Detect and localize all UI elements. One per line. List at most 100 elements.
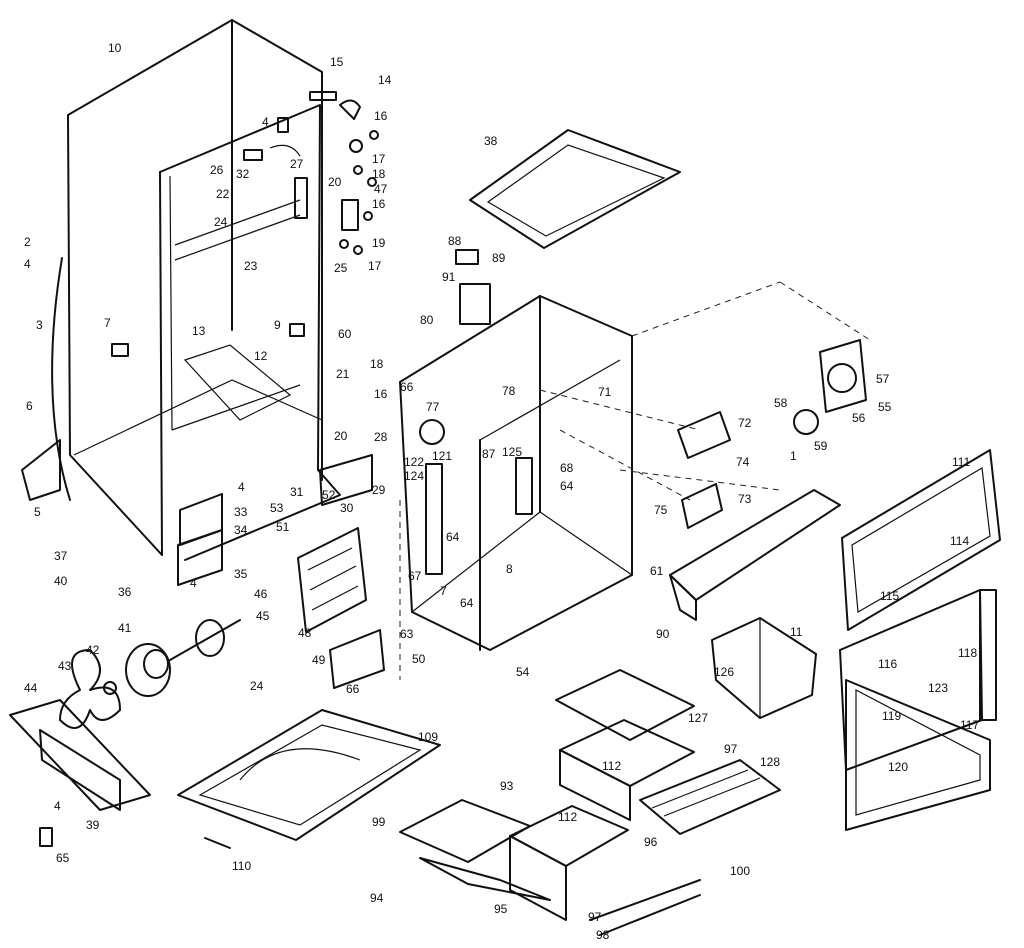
callout-label: 117 [960,718,979,732]
part-65 [39,827,53,847]
bar-121 [425,463,443,575]
callout-label: 51 [276,520,290,534]
callout-label: 53 [270,501,284,515]
control-housing [297,527,367,633]
callout-label: 64 [560,479,574,493]
callout-label: 127 [688,711,708,725]
callout-label: 71 [598,385,612,399]
part-88 [455,249,479,265]
clip-9 [289,323,305,337]
rail-98 [599,894,701,936]
callout-label: 22 [216,187,230,201]
callout-label: 19 [372,236,386,250]
callout-label: 20 [328,175,342,189]
lower-bracket [177,493,223,586]
callout-label: 45 [256,609,270,623]
callout-label: 42 [86,643,100,657]
callout-label: 14 [378,73,392,87]
callout-label: 72 [738,416,752,430]
callout-label: 24 [250,679,264,693]
callout-label: 123 [928,681,948,695]
lower-drawers [399,799,629,921]
cabinet-shell [67,19,341,561]
callout-label: 95 [494,902,508,916]
callout-label: 73 [738,492,752,506]
callout-label: 36 [118,585,132,599]
rail-97 [589,879,701,921]
callout-label: 11 [790,625,803,639]
callout-label: 1 [790,449,797,463]
callout-label: 6 [26,399,33,413]
callout-label: 15 [330,55,344,69]
callout-label: 74 [736,455,750,469]
callout-label: 57 [876,372,890,386]
callout-label: 99 [372,815,386,829]
callout-label: 50 [412,652,426,666]
callout-label: 122 [404,455,424,469]
callout-label: 66 [346,682,360,696]
callout-label: 2 [24,235,31,249]
callout-label: 4 [238,480,245,494]
clip-7 [111,343,129,357]
callout-label: 24 [214,215,228,229]
callout-label: 94 [370,891,384,905]
callout-label: 93 [500,779,514,793]
callout-label: 78 [502,384,516,398]
callout-label: 13 [192,324,206,338]
callout-label: 125 [502,445,522,459]
callout-label: 46 [254,587,268,601]
callout-label: 119 [882,709,901,723]
callout-label: 12 [254,349,268,363]
part-91 [459,283,491,325]
callout-label: 32 [236,167,250,181]
callout-label: 112 [602,759,621,773]
callout-label: 98 [596,928,610,942]
bar-68 [515,457,533,515]
callout-label: 39 [86,818,100,832]
callout-label: 61 [650,564,664,578]
callout-label: 35 [234,567,248,581]
callout-label: 55 [878,400,892,414]
ice-bin [711,617,817,719]
callout-label: 8 [506,562,513,576]
callout-label: 28 [374,430,388,444]
callout-label: 60 [338,327,352,341]
part-72 [677,411,731,459]
callout-label: 20 [334,429,348,443]
callout-label: 9 [274,318,281,332]
callout-label: 118 [958,646,977,660]
callout-label: 41 [118,621,132,635]
evaporator-fan-housing [793,339,867,435]
callout-label: 97 [724,742,738,756]
callout-label: 5 [34,505,41,519]
callout-label: 4 [24,257,31,271]
callout-label: 29 [372,483,386,497]
callout-label: 64 [460,596,474,610]
callout-label: 16 [374,387,388,401]
callout-label: 31 [290,485,304,499]
callout-label: 4 [262,115,269,129]
part-73 [681,483,723,529]
crisper-rail [669,489,841,621]
callout-label: 17 [368,259,382,273]
callout-label: 111 [952,455,971,469]
callout-label: 114 [950,534,969,548]
callout-label: 67 [408,569,422,583]
callout-label: 90 [656,627,670,641]
callout-label: 63 [400,627,414,641]
callout-label: 7 [104,316,111,330]
callout-label: 91 [442,270,456,284]
callout-label: 68 [560,461,574,475]
callout-label: 56 [852,411,866,425]
callout-label: 7 [440,584,447,598]
part-110 [204,837,231,849]
callout-label: 18 [370,357,384,371]
callout-label: 17 [372,152,386,166]
callout-label: 30 [340,501,354,515]
callout-label: 96 [644,835,658,849]
callout-label: 4 [54,799,61,813]
bracket-49 [329,629,385,689]
callout-label: 77 [426,400,440,414]
callout-label: 40 [54,574,68,588]
callout-label: 59 [814,439,828,453]
